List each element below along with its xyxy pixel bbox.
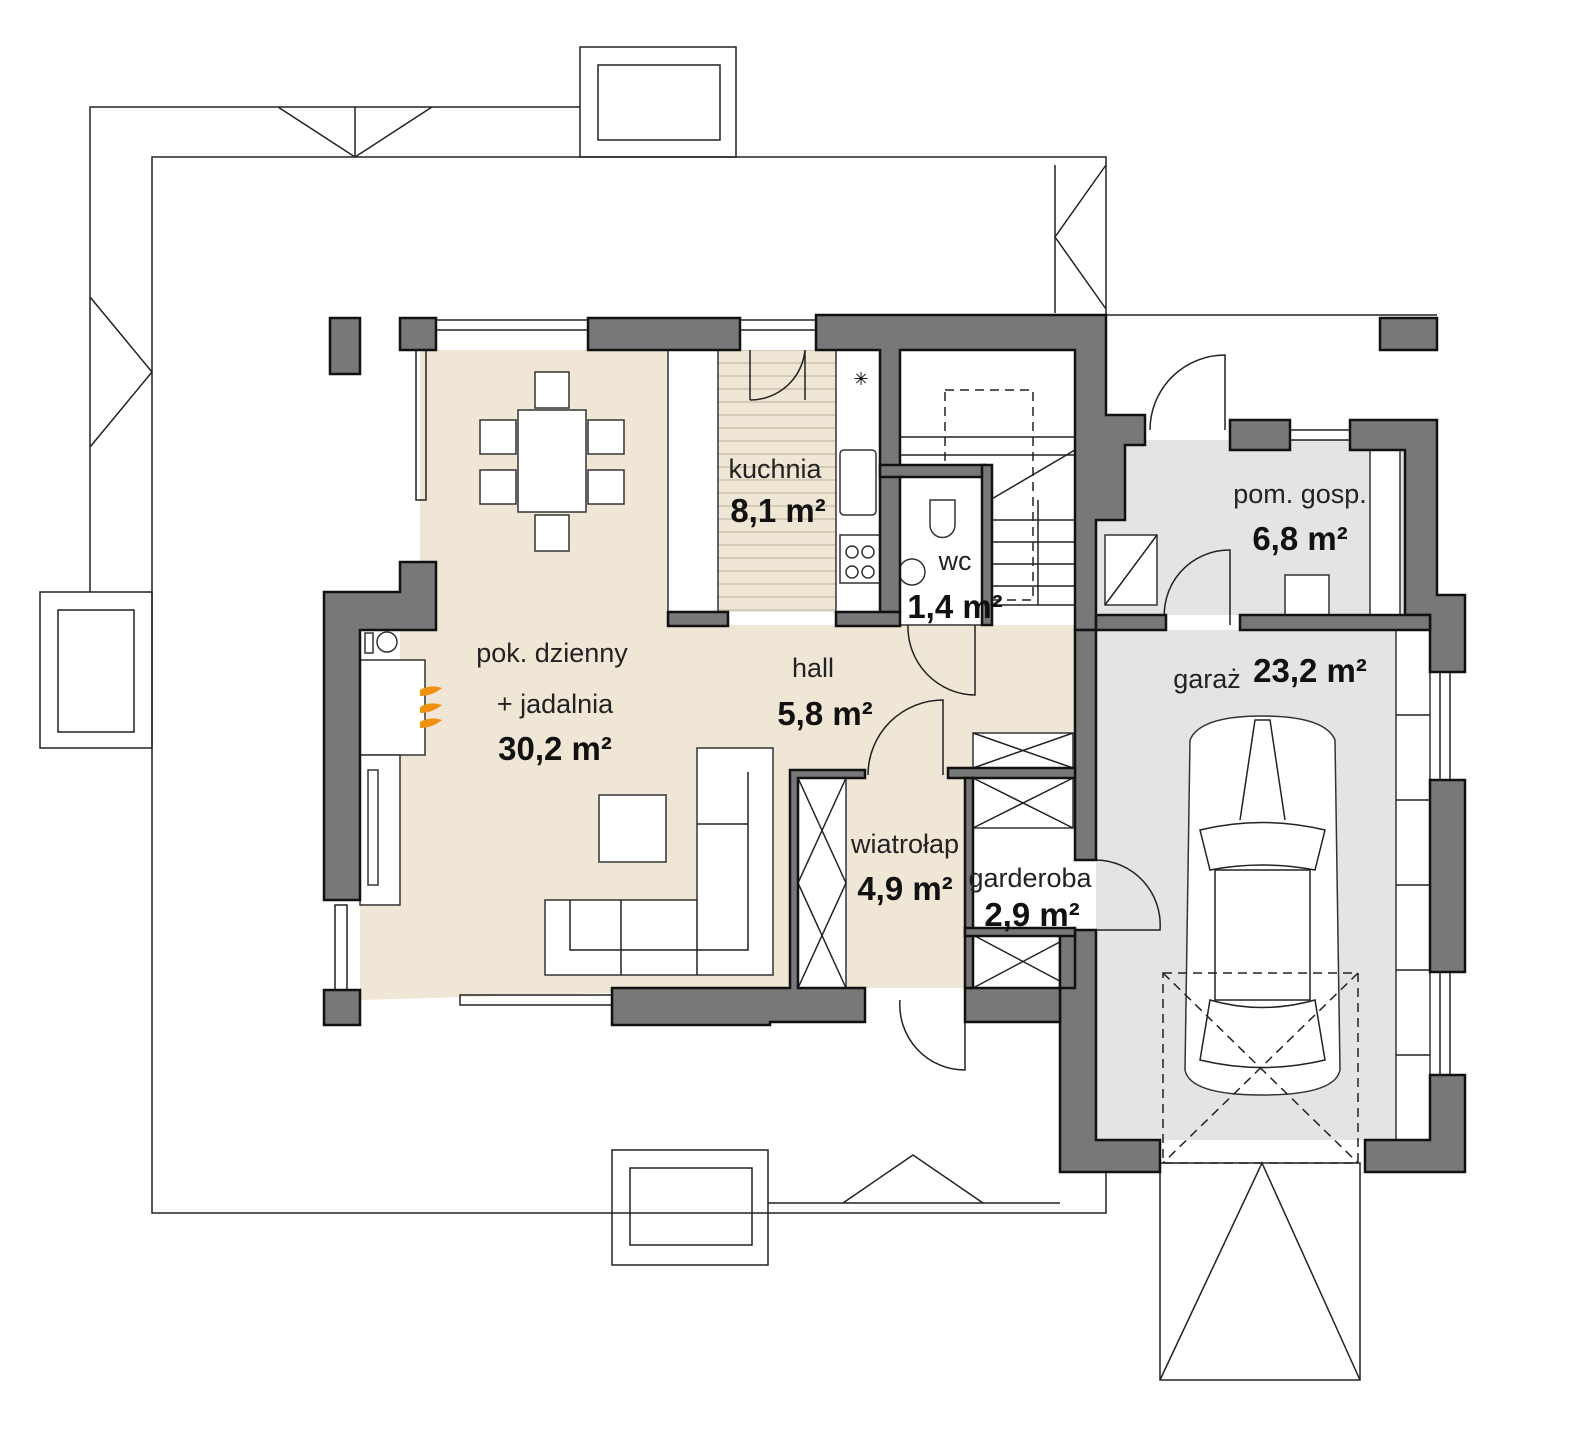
room-kuchnia: kuchnia 8,1 m² — [728, 454, 825, 529]
room-name: garaż — [1173, 664, 1241, 694]
room-area: 30,2 m² — [498, 730, 612, 767]
car — [1162, 715, 1359, 1164]
room-area: 1,4 m² — [907, 588, 1002, 625]
room-area: 8,1 m² — [730, 492, 825, 529]
room-area: 23,2 m² — [1253, 652, 1367, 689]
kitchen-counter: ✳ — [667, 349, 887, 613]
driveway — [1159, 1161, 1361, 1381]
room-name: garderoba — [968, 863, 1092, 893]
room-wiatrolap: wiatrołap 4,9 m² — [850, 829, 959, 907]
room-name: pok. dzienny — [476, 638, 628, 668]
garage-shelves — [1395, 629, 1431, 1141]
room-area: 6,8 m² — [1252, 520, 1347, 557]
dining-table — [479, 371, 625, 552]
fire-icon — [420, 686, 442, 728]
chimney-left — [39, 591, 153, 749]
room-name: pom. gosp. — [1233, 479, 1367, 509]
room-name: wiatrołap — [850, 829, 959, 859]
room-area: 5,8 m² — [777, 695, 872, 732]
room-area: 2,9 m² — [984, 896, 1079, 933]
room-hall: hall 5,8 m² — [777, 653, 872, 732]
chimney-bottom — [611, 1149, 769, 1266]
room-garaz: garaż 23,2 m² — [1173, 652, 1367, 694]
room-name: hall — [792, 653, 834, 683]
room-name: wc — [938, 546, 972, 576]
room-pok-dzienny: pok. dzienny + jadalnia 30,2 m² — [476, 638, 628, 767]
wardrobes — [797, 732, 1074, 989]
chimney-top — [579, 46, 737, 158]
walls — [322, 313, 1467, 1174]
svg-text:✳: ✳ — [853, 369, 868, 390]
room-garderoba: garderoba 2,9 m² — [968, 863, 1092, 933]
sofa — [544, 747, 774, 976]
room-wc: wc 1,4 m² — [907, 546, 1002, 625]
room-pom-gosp: pom. gosp. 6,8 m² — [1233, 479, 1367, 557]
room-name-2: + jadalnia — [497, 689, 614, 719]
room-name: kuchnia — [728, 454, 822, 484]
room-area: 4,9 m² — [857, 870, 952, 907]
doors — [749, 349, 1231, 1071]
